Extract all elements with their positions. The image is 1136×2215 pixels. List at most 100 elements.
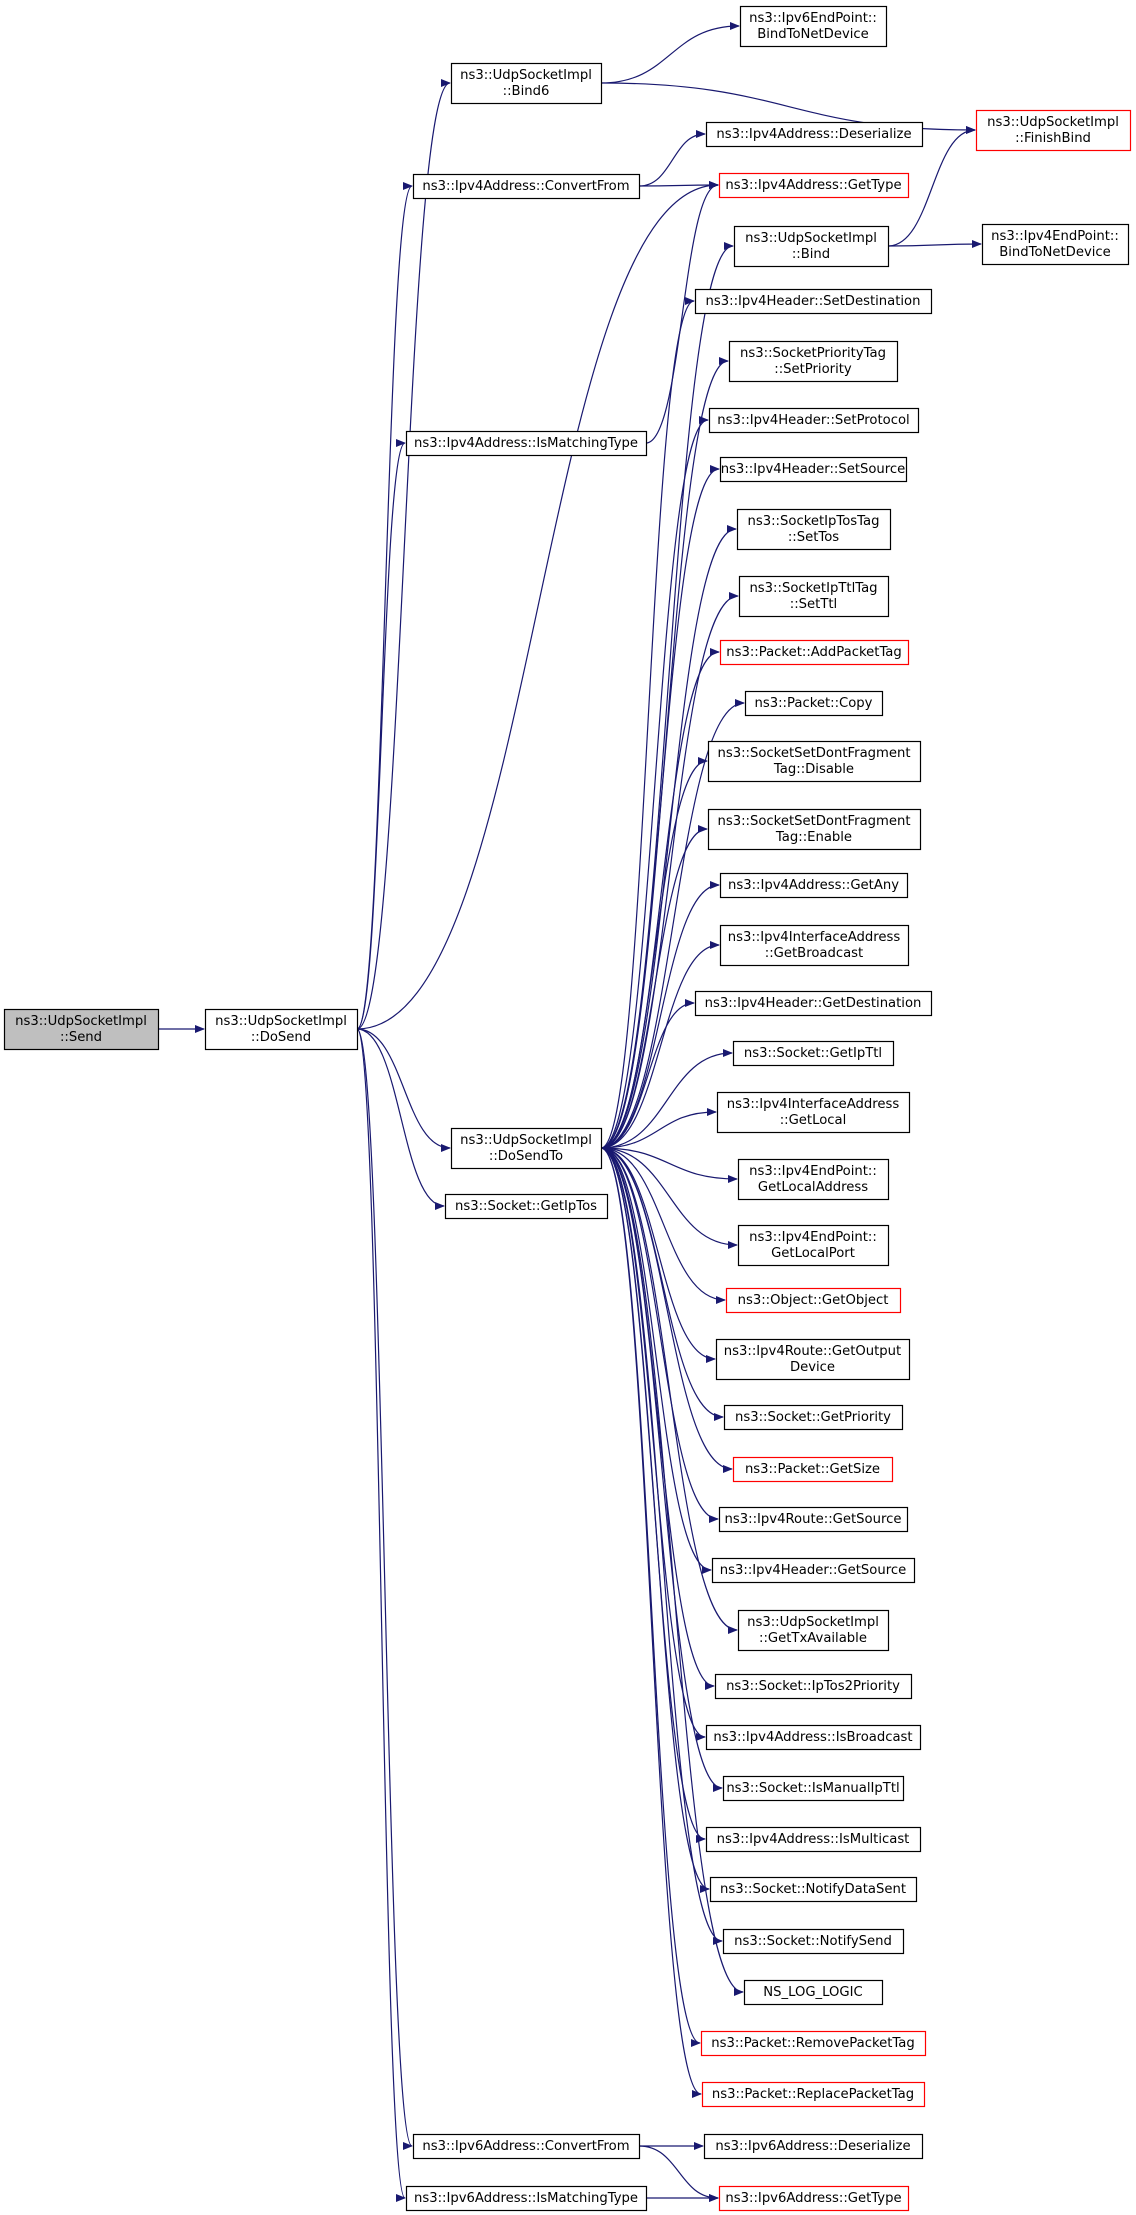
- node-headergetsource-box: [711, 1557, 916, 1584]
- node-v6gettype[interactable]: ns3::Ipv6Address::GetType: [718, 2185, 910, 2212]
- edge-dosend-to-v4convertfrom: [356, 182, 413, 1030]
- node-v6deserialize[interactable]: ns3::Ipv6Address::Deserialize: [703, 2133, 924, 2160]
- node-v6ismatching[interactable]: ns3::Ipv6Address::IsMatchingType: [405, 2185, 648, 2212]
- node-setdestination-label-0: ns3::Ipv4Header::SetDestination: [706, 294, 921, 309]
- edge-dosendto-to-addpackettag: [600, 648, 720, 1149]
- node-setprotocol[interactable]: ns3::Ipv4Header::SetProtocol: [708, 407, 920, 434]
- node-getsize-box: [732, 1456, 894, 1483]
- node-send-label-1: ::Send: [60, 1030, 102, 1045]
- node-setdestination[interactable]: ns3::Ipv4Header::SetDestination: [694, 288, 933, 315]
- node-getany[interactable]: ns3::Ipv4Address::GetAny: [719, 872, 909, 899]
- node-getlocaladdress-label-0: ns3::Ipv4EndPoint::: [749, 1164, 877, 1179]
- node-getbroadcast-box: [719, 924, 910, 967]
- node-getiptos_left[interactable]: ns3::Socket::GetIpTos: [444, 1193, 609, 1220]
- node-v4ismatching-box: [405, 430, 648, 457]
- node-getsize-label-0: ns3::Packet::GetSize: [745, 1462, 880, 1477]
- node-setttl[interactable]: ns3::SocketIpTtlTag::SetTtl: [738, 575, 890, 618]
- node-replacepackettag[interactable]: ns3::Packet::ReplacePacketTag: [701, 2081, 926, 2108]
- node-getdestination-box: [694, 990, 933, 1017]
- node-getsize[interactable]: ns3::Packet::GetSize: [732, 1456, 894, 1483]
- node-send-label-0: ns3::UdpSocketImpl: [15, 1014, 147, 1029]
- edge-v4ismatching-to-v4gettype: [645, 181, 719, 444]
- edge-dosend-to-bind6: [356, 79, 451, 1030]
- node-v4deserialize[interactable]: ns3::Ipv4Address::Deserialize: [705, 121, 924, 148]
- node-nslog[interactable]: NS_LOG_LOGIC: [743, 1979, 884, 2006]
- node-v6convertfrom-label-0: ns3::Ipv6Address::ConvertFrom: [422, 2139, 629, 2154]
- node-settos[interactable]: ns3::SocketIpTosTag::SetTos: [736, 508, 892, 551]
- node-setpriority-box: [728, 340, 899, 383]
- edge-dosend-to-getiptos_left: [356, 1028, 445, 1210]
- edge-dosendto-to-getoutputdevice: [600, 1147, 716, 1363]
- node-bind-box: [733, 225, 890, 268]
- edge-dosend-to-v4gettype: [356, 181, 719, 1030]
- node-getpriority[interactable]: ns3::Socket::GetPriority: [723, 1404, 904, 1431]
- node-getipttl[interactable]: ns3::Socket::GetIpTtl: [732, 1040, 895, 1067]
- node-headergetsource[interactable]: ns3::Ipv4Header::GetSource: [711, 1557, 916, 1584]
- edge-dosendto-to-notifysend: [600, 1147, 723, 1945]
- node-ismulticast[interactable]: ns3::Ipv4Address::IsMulticast: [705, 1826, 922, 1853]
- node-ep4bind-label-1: BindToNetDevice: [999, 245, 1111, 260]
- node-send[interactable]: ns3::UdpSocketImpl::Send: [3, 1008, 160, 1051]
- node-iptos2priority[interactable]: ns3::Socket::IpTos2Priority: [714, 1673, 913, 1700]
- node-getobject[interactable]: ns3::Object::GetObject: [725, 1287, 902, 1314]
- node-getiptos_left-box: [444, 1193, 609, 1220]
- node-isbroadcast-box: [705, 1724, 922, 1751]
- node-getdestination[interactable]: ns3::Ipv4Header::GetDestination: [694, 990, 933, 1017]
- node-dfdisable-label-1: Tag::Disable: [773, 762, 854, 777]
- node-dosendto[interactable]: ns3::UdpSocketImpl::DoSendTo: [450, 1127, 603, 1170]
- node-getiptos_left-label-0: ns3::Socket::GetIpTos: [455, 1199, 597, 1214]
- node-bind-label-1: ::Bind: [792, 247, 830, 262]
- node-v4ismatching[interactable]: ns3::Ipv4Address::IsMatchingType: [405, 430, 648, 457]
- node-ismulticast-box: [705, 1826, 922, 1853]
- node-ep4bind[interactable]: ns3::Ipv4EndPoint::BindToNetDevice: [981, 223, 1130, 266]
- node-setpriority[interactable]: ns3::SocketPriorityTag::SetPriority: [728, 340, 899, 383]
- node-ismanualipttl[interactable]: ns3::Socket::IsManualIpTtl: [722, 1775, 905, 1802]
- node-dfdisable-box: [707, 740, 922, 783]
- node-removepackettag[interactable]: ns3::Packet::RemovePacketTag: [700, 2030, 927, 2057]
- node-notifysend[interactable]: ns3::Socket::NotifySend: [722, 1928, 905, 1955]
- node-gettxavailable-box: [737, 1609, 890, 1652]
- edge-dosendto-to-notifydatasent: [600, 1147, 710, 1893]
- node-getlocalport[interactable]: ns3::Ipv4EndPoint::GetLocalPort: [737, 1224, 890, 1267]
- node-bind6[interactable]: ns3::UdpSocketImpl::Bind6: [450, 62, 603, 105]
- node-v4convertfrom[interactable]: ns3::Ipv4Address::ConvertFrom: [412, 173, 641, 200]
- node-notifydatasent[interactable]: ns3::Socket::NotifyDataSent: [709, 1876, 918, 1903]
- node-replacepackettag-box: [701, 2081, 926, 2108]
- node-setpriority-label-0: ns3::SocketPriorityTag: [740, 346, 886, 361]
- node-copy[interactable]: ns3::Packet::Copy: [744, 690, 884, 717]
- node-gettxavailable[interactable]: ns3::UdpSocketImpl::GetTxAvailable: [737, 1609, 890, 1652]
- node-routegetsource[interactable]: ns3::Ipv4Route::GetSource: [718, 1506, 909, 1533]
- node-getipttl-label-0: ns3::Socket::GetIpTtl: [744, 1046, 882, 1061]
- node-getlocaladdress-box: [737, 1158, 890, 1201]
- node-v4gettype[interactable]: ns3::Ipv4Address::GetType: [718, 172, 910, 199]
- node-getobject-label-0: ns3::Object::GetObject: [738, 1293, 889, 1308]
- node-getlocal[interactable]: ns3::Ipv4InterfaceAddress::GetLocal: [716, 1091, 911, 1134]
- node-v4ismatching-label-0: ns3::Ipv4Address::IsMatchingType: [414, 436, 638, 451]
- node-ismanualipttl-label-0: ns3::Socket::IsManualIpTtl: [726, 1781, 899, 1796]
- node-isbroadcast[interactable]: ns3::Ipv4Address::IsBroadcast: [705, 1724, 922, 1751]
- node-ep6bind[interactable]: ns3::Ipv6EndPoint::BindToNetDevice: [739, 5, 888, 48]
- node-dosendto-label-1: ::DoSendTo: [489, 1149, 563, 1164]
- node-setsource[interactable]: ns3::Ipv4Header::SetSource: [719, 456, 908, 483]
- edge-dosendto-to-setttl: [600, 592, 739, 1149]
- node-finishbind[interactable]: ns3::UdpSocketImpl::FinishBind: [975, 109, 1132, 152]
- edge-dosendto-to-gettxavailable: [600, 1147, 738, 1634]
- node-dosend[interactable]: ns3::UdpSocketImpl::DoSend: [204, 1008, 359, 1051]
- node-bind[interactable]: ns3::UdpSocketImpl::Bind: [733, 225, 890, 268]
- node-addpackettag[interactable]: ns3::Packet::AddPacketTag: [719, 639, 910, 666]
- node-v4deserialize-box: [705, 121, 924, 148]
- node-getany-box: [719, 872, 909, 899]
- node-v6convertfrom[interactable]: ns3::Ipv6Address::ConvertFrom: [412, 2133, 641, 2160]
- node-ismulticast-label-0: ns3::Ipv4Address::IsMulticast: [717, 1832, 910, 1847]
- edge-dosendto-to-getsize: [600, 1147, 733, 1473]
- node-settos-label-1: ::SetTos: [788, 530, 839, 545]
- node-ep6bind-box: [739, 5, 888, 48]
- node-getlocaladdress[interactable]: ns3::Ipv4EndPoint::GetLocalAddress: [737, 1158, 890, 1201]
- node-getbroadcast[interactable]: ns3::Ipv4InterfaceAddress::GetBroadcast: [719, 924, 910, 967]
- node-isbroadcast-label-0: ns3::Ipv4Address::IsBroadcast: [713, 1730, 912, 1745]
- node-bind6-box: [450, 62, 603, 105]
- node-setpriority-label-1: ::SetPriority: [774, 362, 852, 377]
